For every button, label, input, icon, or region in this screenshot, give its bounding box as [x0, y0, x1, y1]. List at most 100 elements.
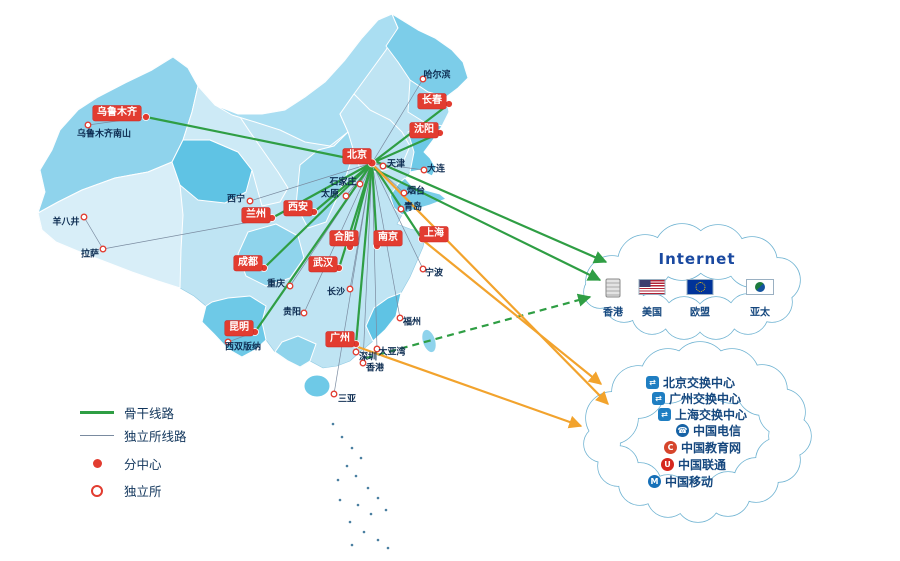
institute-dot [397, 205, 405, 213]
institute-dot [379, 162, 387, 170]
south-china-sea-islands [331, 422, 390, 550]
china-mobile-icon: M [648, 475, 661, 488]
branch-center-swatch [80, 459, 114, 468]
institute-label-changsha: 长沙 [326, 287, 346, 298]
branch-city-label-chengdu: 成都 [234, 255, 262, 271]
institute-label-shijiazhuang: 石家庄 [329, 177, 357, 188]
institute-label-chongqing: 重庆 [266, 279, 286, 290]
institute-dot [400, 189, 408, 197]
institute-label-ningbo: 宁波 [424, 268, 444, 279]
apec-flag-icon [746, 279, 774, 295]
institute-label-hongkong: 香港 [365, 363, 385, 374]
legend-branch-center: 分中心 [80, 454, 162, 473]
internet-node-label-apac: 亚太 [750, 307, 770, 319]
institute-label-fuzhou: 福州 [402, 317, 422, 328]
eu-node [686, 279, 714, 295]
institute-dot [286, 282, 294, 290]
institute-label-shenzhen: 深圳 [358, 352, 378, 363]
institute-label-yangbajing: 羊八井 [52, 217, 80, 228]
apec-node [746, 279, 774, 295]
institute-dot [352, 348, 360, 356]
branch-city-label-nanjing: 南京 [374, 230, 402, 246]
branch-city-label-kunming: 昆明 [225, 320, 253, 336]
exchange-lines [357, 165, 609, 429]
institute-dot [396, 314, 404, 322]
legend-label: 分中心 [124, 457, 162, 472]
institute-dot [84, 121, 92, 129]
institute-dot [246, 197, 254, 205]
institute-dot [356, 180, 364, 188]
exchange-item-china-mobile: M 中国移动 [648, 473, 713, 490]
branch-center-dot [142, 113, 150, 121]
branch-city-label-beijing: 北京 [343, 148, 371, 164]
institute-label-lhasa: 拉萨 [80, 249, 100, 260]
exchange-item-guangzhou: ⇄ 广州交换中心 [652, 390, 741, 407]
china-telecom-icon: ☎ [676, 424, 689, 437]
hainan-island [303, 374, 331, 398]
institute-label-harbin: 哈尔滨 [423, 70, 451, 81]
exchange-item-shanghai: ⇄ 上海交换中心 [658, 406, 747, 423]
backbone-lines [145, 103, 608, 360]
institute-swatch [80, 484, 114, 497]
institute-dot [359, 359, 367, 367]
institute-line-swatch [80, 435, 114, 436]
institute-dot [80, 213, 88, 221]
branch-city-label-xian: 西安 [284, 200, 312, 216]
hongkong-server-node [605, 278, 621, 298]
institute-label-urumqi-nanshan: 乌鲁木齐南山 [76, 129, 132, 140]
usa-node [638, 279, 666, 295]
internet-node-label-usa: 美国 [642, 307, 662, 319]
legend-label: 独立所 [124, 484, 162, 499]
backbone-line-swatch [80, 411, 114, 414]
cernet-icon: C [664, 441, 677, 454]
branch-city-label-shanghai: 上海 [420, 226, 448, 242]
institute-dot [419, 75, 427, 83]
institute-label-dalian: 大连 [426, 164, 446, 175]
exchange-item-beijing: ⇄ 北京交换中心 [646, 374, 735, 391]
legend-label: 骨干线路 [124, 406, 175, 421]
exchange-cloud-shape [583, 341, 812, 523]
branch-city-label-hefei: 合肥 [330, 230, 358, 246]
china-unicom-icon: U [661, 458, 674, 471]
exchange-item-china-telecom: ☎ 中国电信 [676, 424, 742, 438]
institute-dot [373, 345, 381, 353]
branch-city-label-lanzhou: 兰州 [242, 207, 270, 223]
institute-dot [224, 338, 232, 346]
institute-label-tianjin: 天津 [386, 159, 406, 170]
institute-dot [342, 192, 350, 200]
institute-label-guiyang: 贵阳 [282, 307, 302, 318]
exchange-item-cernet: C 中国教育网 [664, 439, 741, 456]
eu-flag-icon [686, 279, 714, 295]
institute-label-taiyuan: 太原 [320, 189, 340, 200]
branch-city-label-changchun: 长春 [418, 93, 446, 109]
institute-dot [330, 390, 338, 398]
institute-dot [420, 166, 428, 174]
server-icon [605, 278, 621, 298]
internet-node-label-hongkong: 香港 [603, 307, 623, 319]
legend-institute: 独立所 [80, 481, 162, 500]
branch-center-dot [445, 100, 453, 108]
branch-city-label-shenyang: 沈阳 [410, 122, 438, 138]
internet-node-label-eu: 欧盟 [690, 307, 710, 319]
exchange-icon: ⇄ [652, 392, 665, 405]
institute-dot [300, 309, 308, 317]
exchange-icon: ⇄ [658, 408, 671, 421]
institute-dots [80, 75, 428, 398]
institute-dot [99, 245, 107, 253]
institute-label-sanya: 三亚 [337, 394, 357, 405]
us-flag-icon [638, 279, 666, 295]
institute-label-xishuangbanna: 西双版纳 [224, 342, 262, 353]
institute-label-qingdao: 青岛 [403, 202, 423, 213]
institute-label-yantai: 烟台 [406, 186, 426, 197]
legend-backbone: 骨干线路 [80, 403, 174, 422]
branch-city-label-guangzhou: 广州 [326, 331, 354, 347]
branch-city-label-wuhan: 武汉 [309, 256, 337, 272]
institute-label-dayawan: 大亚湾 [378, 347, 406, 358]
exchange-icon: ⇄ [646, 376, 659, 389]
institute-dot [419, 265, 427, 273]
legend-institute-line: 独立所线路 [80, 426, 187, 445]
institute-label-xining: 西宁 [226, 194, 246, 205]
institute-dot [346, 285, 354, 293]
internet-title: Internet [658, 250, 736, 268]
